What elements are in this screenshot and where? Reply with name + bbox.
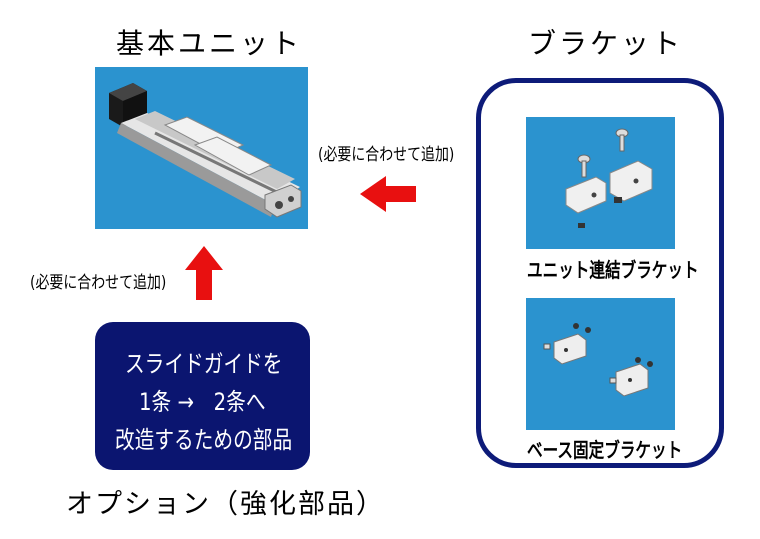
basic-unit-image xyxy=(95,67,308,229)
option-title: オプション（強化部品） xyxy=(66,489,385,520)
base-fix-bracket-illustration xyxy=(543,323,653,397)
add-as-needed-note-left: (必要に合わせて追加) xyxy=(30,273,167,293)
unit-link-bracket-illustration xyxy=(565,128,653,228)
basic-unit-title: 基本ユニット xyxy=(116,27,303,60)
arrow-up-icon xyxy=(185,246,223,300)
option-line-1: スライドガイドを xyxy=(125,350,283,378)
option-line-2: 1条 → 2条へ xyxy=(139,388,266,416)
unit-link-bracket-label: ユニット連結ブラケット xyxy=(527,258,699,282)
base-fix-bracket-label: ベース固定ブラケット xyxy=(527,438,683,462)
unit-link-bracket-image xyxy=(526,117,675,249)
base-fix-bracket-image xyxy=(526,298,675,430)
option-line-3: 改造するための部品 xyxy=(115,426,293,454)
bracket-title: ブラケット xyxy=(528,27,684,60)
option-description-box: スライドガイドを 1条 → 2条へ 改造するための部品 xyxy=(95,322,310,470)
arrow-left-icon xyxy=(360,176,416,212)
linear-actuator-illustration xyxy=(109,83,302,218)
add-as-needed-note-top: (必要に合わせて追加) xyxy=(318,145,455,165)
bracket-group-frame xyxy=(476,78,724,468)
